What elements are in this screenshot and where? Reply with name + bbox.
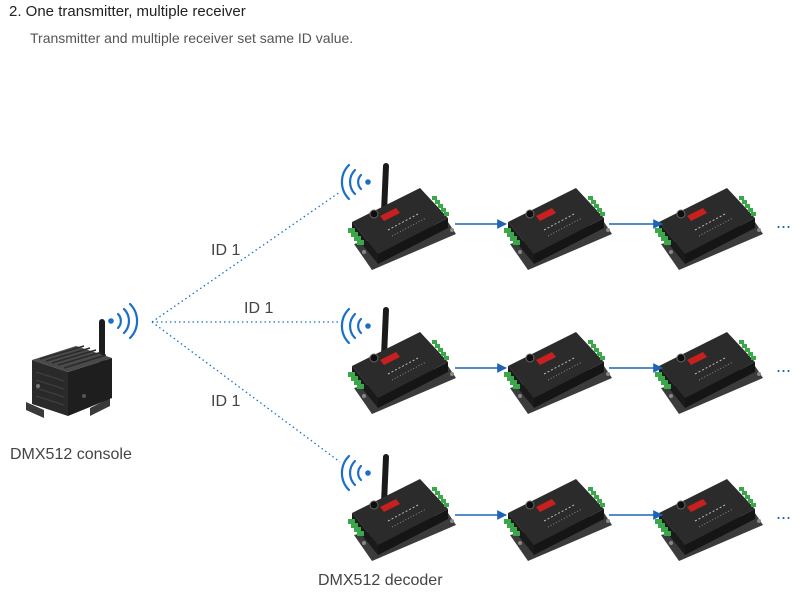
dmx512-decoder-r1-c1 — [348, 163, 456, 270]
terminal-block — [658, 376, 665, 381]
decoder-body — [352, 479, 448, 545]
terminal-block — [513, 384, 520, 389]
terminal-block — [507, 376, 514, 381]
decoder-body — [352, 188, 448, 254]
terminal-block — [348, 228, 355, 233]
console-signal-icon — [108, 302, 139, 340]
decoder-body — [352, 332, 448, 398]
decoder-grid: ......... — [340, 163, 791, 561]
terminal-block — [661, 380, 668, 385]
terminal-block — [504, 372, 511, 377]
terminal-block — [351, 232, 358, 237]
terminal-block — [348, 519, 355, 524]
terminal-block — [664, 531, 671, 536]
link-label-top: ID 1 — [211, 242, 240, 259]
dmx512-decoder-r1-c3 — [655, 188, 763, 270]
terminal-block — [357, 240, 364, 245]
decoder-label-sticker — [380, 499, 400, 512]
dmx512-decoder-r1-c2 — [504, 188, 612, 270]
terminal-block — [507, 523, 514, 528]
decoder-label: DMX512 decoder — [318, 572, 443, 589]
dmx512-decoder-r2-c1 — [348, 307, 456, 414]
terminal-block — [504, 228, 511, 233]
link-label-middle: ID 1 — [244, 300, 273, 317]
link-label-bottom: ID 1 — [211, 393, 240, 410]
terminal-block — [658, 523, 665, 528]
terminal-block — [655, 372, 662, 377]
decoder-body — [659, 479, 755, 545]
terminal-block — [357, 531, 364, 536]
terminal-block — [354, 527, 361, 532]
terminal-block — [655, 228, 662, 233]
terminal-block — [661, 527, 668, 532]
terminal-block — [348, 372, 355, 377]
terminal-block — [357, 384, 364, 389]
terminal-block — [351, 376, 358, 381]
decoder-body — [659, 332, 755, 398]
dmx512-decoder-r3-c2 — [504, 479, 612, 561]
terminal-block — [661, 236, 668, 241]
terminal-block — [655, 519, 662, 524]
terminal-block — [504, 519, 511, 524]
terminal-block — [658, 232, 665, 237]
decoder-label-sticker — [380, 208, 400, 221]
terminal-block — [510, 236, 517, 241]
wireless-link-top — [151, 191, 341, 323]
terminal-block — [513, 240, 520, 245]
terminal-block — [354, 380, 361, 385]
terminal-block — [354, 236, 361, 241]
terminal-block — [510, 527, 517, 532]
terminal-block — [507, 232, 514, 237]
console-label: DMX512 console — [10, 446, 132, 463]
dmx512-decoder-r2-c3 — [655, 332, 763, 414]
decoder-label-sticker — [380, 352, 400, 365]
terminal-block — [510, 380, 517, 385]
decoder-label-sticker — [687, 352, 707, 365]
chain-ellipsis-r2: ... — [776, 356, 791, 376]
terminal-block — [351, 523, 358, 528]
terminal-block — [664, 384, 671, 389]
decoder-antenna — [381, 307, 389, 359]
decoder-body — [508, 479, 604, 545]
decoder-antenna — [381, 163, 389, 215]
decoder-label-sticker — [687, 208, 707, 221]
decoder-label-sticker — [687, 499, 707, 512]
decoder-label-sticker — [536, 208, 556, 221]
chain-ellipsis-r1: ... — [776, 212, 791, 232]
decoder-signal-icon-row-3 — [340, 454, 371, 492]
dmx512-decoder-r2-c2 — [504, 332, 612, 414]
dmx512-console — [26, 319, 112, 418]
section-heading: 2. One transmitter, multiple receiver — [9, 3, 246, 20]
wireless-link-bottom — [151, 321, 341, 463]
terminal-block — [513, 531, 520, 536]
decoder-body — [508, 188, 604, 254]
decoder-label-sticker — [536, 352, 556, 365]
dmx512-decoder-r3-c1 — [348, 454, 456, 561]
decoder-body — [508, 332, 604, 398]
wireless-links — [151, 191, 341, 463]
chain-ellipsis-r3: ... — [776, 503, 791, 523]
decoder-antenna — [381, 454, 389, 506]
section-subheading: Transmitter and multiple receiver set sa… — [30, 30, 354, 46]
decoder-signal-icon-row-1 — [340, 163, 371, 201]
terminal-block — [664, 240, 671, 245]
dmx512-decoder-r3-c3 — [655, 479, 763, 561]
decoder-label-sticker — [536, 499, 556, 512]
decoder-signal-icon-row-2 — [340, 307, 371, 345]
decoder-body — [659, 188, 755, 254]
